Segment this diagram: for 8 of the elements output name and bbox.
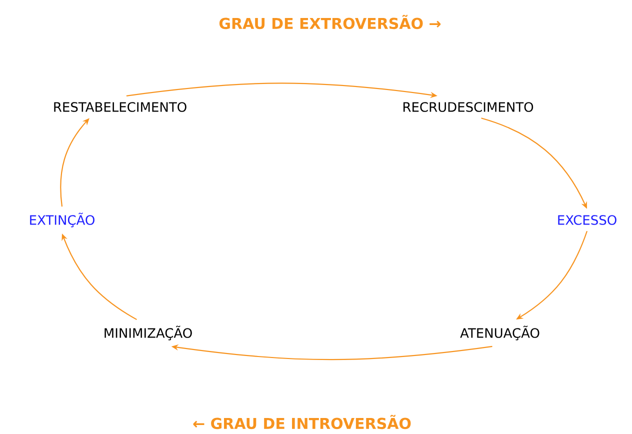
axis-heading: GRAU DE EXTROVERSÃO → <box>219 14 441 30</box>
axis-heading: ← GRAU DE INTROVERSÃO <box>193 414 411 430</box>
stage-label: ATENUAÇÃO <box>460 326 540 340</box>
stage-label: MINIMIZAÇÃO <box>104 326 192 340</box>
stage-label: RESTABELECIMENTO <box>54 102 186 112</box>
stage-label: EXTINÇÃO <box>30 212 94 228</box>
stage-label: EXCESSO <box>558 215 616 225</box>
stage-label: RECRUDESCIMENTO <box>403 102 534 112</box>
